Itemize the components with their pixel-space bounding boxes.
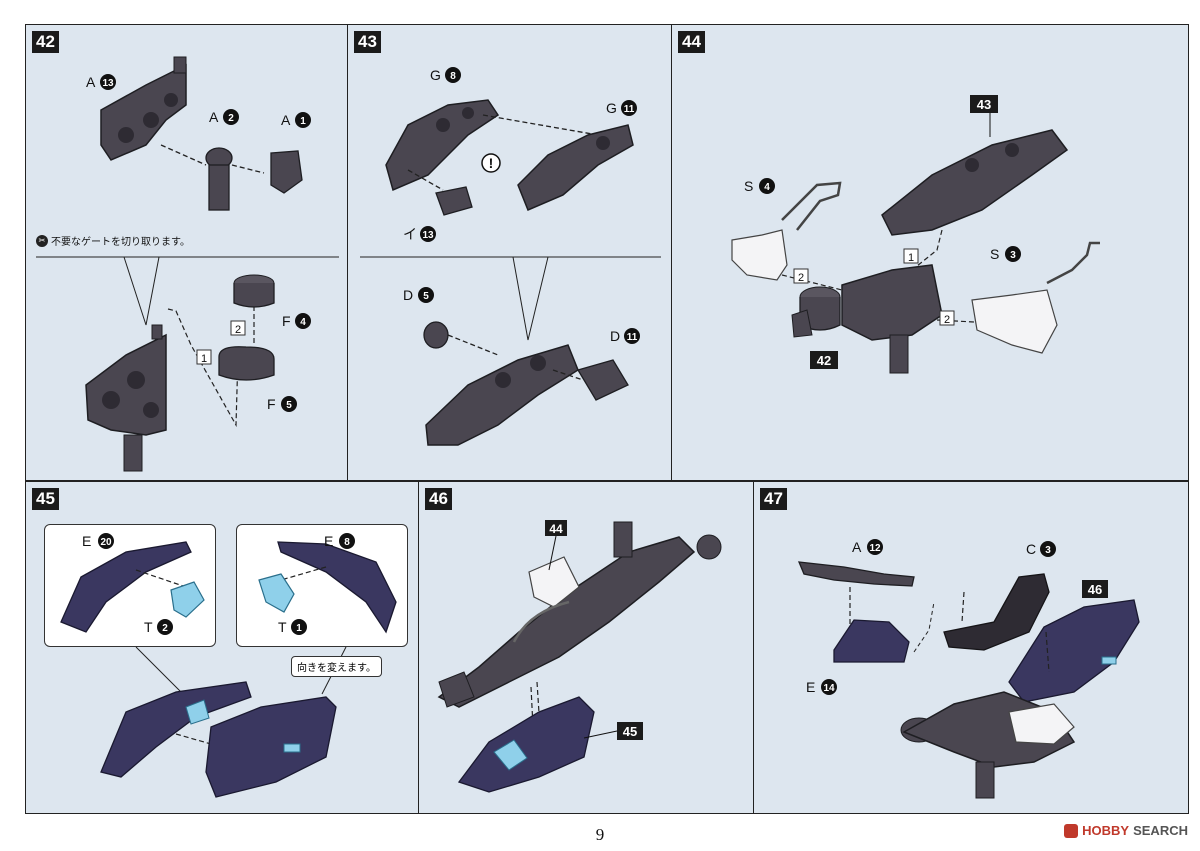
svg-text:S: S xyxy=(990,246,999,262)
order-2: 2 xyxy=(235,324,241,336)
svg-text:14: 14 xyxy=(823,683,835,694)
svg-text:D: D xyxy=(403,287,413,303)
step-number: 44 xyxy=(678,31,705,53)
svg-text:A: A xyxy=(86,74,96,90)
callout-42: 42 xyxy=(817,353,831,368)
callout-45: 45 xyxy=(623,724,637,739)
label-C3: C 3 xyxy=(1026,541,1056,557)
label-G8: G 8 xyxy=(430,67,461,83)
svg-text:11: 11 xyxy=(624,104,635,115)
orientation-tip: 向きを変えます。 xyxy=(291,656,382,677)
order-2a: 2 xyxy=(798,272,804,284)
svg-text:2: 2 xyxy=(228,113,234,124)
svg-text:G: G xyxy=(606,100,617,116)
watermark-brand: HOBBY xyxy=(1082,823,1130,838)
callout-44: 44 xyxy=(549,522,563,536)
step-number: 42 xyxy=(32,31,59,53)
svg-text:20: 20 xyxy=(100,537,112,548)
order-1: 1 xyxy=(908,252,914,264)
svg-text:5: 5 xyxy=(286,400,292,411)
svg-text:F: F xyxy=(267,396,276,412)
label-E8: E 8 xyxy=(324,533,355,549)
svg-text:F: F xyxy=(282,313,291,329)
svg-text:13: 13 xyxy=(102,78,114,89)
order-2b: 2 xyxy=(944,314,950,326)
svg-text:S: S xyxy=(744,178,753,194)
step-43-panel: 43 ! G 8 G 11 xyxy=(347,24,672,481)
svg-text:1: 1 xyxy=(300,116,306,127)
label-S3: S 3 xyxy=(990,246,1021,262)
svg-text:E: E xyxy=(324,533,333,549)
label-A1: A 1 xyxy=(281,112,311,128)
label-A13: A 13 xyxy=(86,74,116,90)
svg-text:D: D xyxy=(610,328,620,344)
callout-46: 46 xyxy=(1088,582,1102,597)
step-45-diagram: E 20 E 8 T 2 T 1 xyxy=(60,533,397,798)
step-44-diagram: 43 1 2 42 2 S 4 xyxy=(731,95,1100,374)
nipper-icon: ✂ xyxy=(36,234,48,247)
hobby-search-logo-icon xyxy=(1064,823,1079,838)
svg-text:11: 11 xyxy=(627,332,638,343)
gate-note: ✂ 不要なゲートを切り取ります。 xyxy=(36,233,190,248)
gate-note-text: 不要なゲートを切り取ります。 xyxy=(51,237,190,248)
label-D11: D 11 xyxy=(610,328,640,344)
svg-text:4: 4 xyxy=(764,182,770,193)
step-43-diagram: ! G 8 G 11 イ 13 D 5 xyxy=(360,67,661,446)
hobby-search-watermark: HOBBY SEARCH xyxy=(1064,823,1188,838)
svg-text:8: 8 xyxy=(344,537,350,548)
svg-text:2: 2 xyxy=(162,623,168,634)
label-S4: S 4 xyxy=(744,178,775,194)
svg-text:A: A xyxy=(281,112,291,128)
svg-text:T: T xyxy=(278,619,287,635)
svg-text:G: G xyxy=(430,67,441,83)
label-T1: T 1 xyxy=(278,619,307,635)
step-45-panel: 45 E 20 E 8 xyxy=(25,481,419,814)
watermark-suffix: SEARCH xyxy=(1133,823,1188,838)
step-number: 46 xyxy=(425,488,452,510)
label-A12: A 12 xyxy=(852,539,883,555)
step-number: 47 xyxy=(760,488,787,510)
label-T2: T 2 xyxy=(144,619,173,635)
label-F4: F 4 xyxy=(282,313,311,329)
svg-text:3: 3 xyxy=(1010,250,1016,261)
label-F5: F 5 xyxy=(267,396,297,412)
svg-text:A: A xyxy=(209,109,219,125)
warning-mark: ! xyxy=(489,155,494,171)
callout-43: 43 xyxy=(977,97,991,112)
label-E20: E 20 xyxy=(82,533,114,549)
svg-text:13: 13 xyxy=(422,230,434,241)
svg-text:T: T xyxy=(144,619,153,635)
order-1: 1 xyxy=(201,353,207,365)
step-46-panel: 46 44 45 xyxy=(418,481,754,814)
step-42-diagram: 2 1 A 13 A 2 A 1 F 4 F 5 xyxy=(36,56,339,472)
svg-text:12: 12 xyxy=(869,543,881,554)
svg-text:4: 4 xyxy=(300,317,306,328)
svg-text:C: C xyxy=(1026,541,1036,557)
svg-text:A: A xyxy=(852,539,862,555)
step-47-diagram: 46 A 12 C 3 E 14 xyxy=(797,539,1140,799)
svg-text:E: E xyxy=(806,679,815,695)
svg-text:E: E xyxy=(82,533,91,549)
step-number: 43 xyxy=(354,31,381,53)
page-number: 9 xyxy=(595,825,605,844)
svg-text:5: 5 xyxy=(423,291,429,302)
svg-text:イ: イ xyxy=(403,226,417,242)
svg-text:8: 8 xyxy=(450,71,456,82)
label-E14: E 14 xyxy=(806,679,837,695)
step-number: 45 xyxy=(32,488,59,510)
label-A2: A 2 xyxy=(209,109,239,125)
svg-text:1: 1 xyxy=(296,623,302,634)
step-44-panel: 44 43 1 2 42 2 xyxy=(671,24,1189,481)
svg-text:3: 3 xyxy=(1045,545,1051,556)
step-47-panel: 47 46 A 12 C 3 E xyxy=(753,481,1189,814)
step-42-panel: 42 2 1 xyxy=(25,24,348,481)
step-46-diagram: 44 45 xyxy=(437,520,722,793)
label-i13: イ 13 xyxy=(403,226,436,242)
label-D5: D 5 xyxy=(403,287,434,303)
label-G11: G 11 xyxy=(606,100,637,116)
